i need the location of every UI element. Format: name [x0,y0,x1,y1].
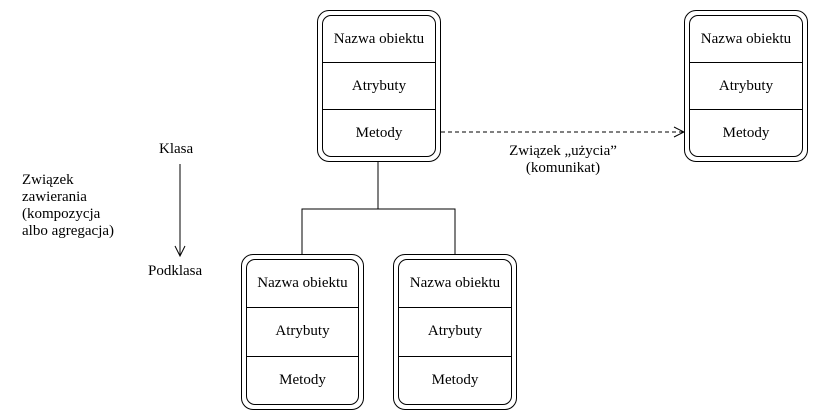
object-name: Nazwa obiektu [700,30,792,47]
object-bottom-right: Nazwa obiektu Atrybuty Metody [393,254,517,410]
usage-label: Związek „użycia” (komunikat) [497,143,629,177]
object-attributes: Atrybuty [690,62,802,109]
object-methods: Metody [247,355,358,404]
containment-line: Związek [22,172,74,188]
object-name: Nazwa obiektu [257,275,348,292]
object-methods: Metody [323,109,435,156]
object-name: Nazwa obiektu [409,275,501,292]
containment-line: (kompozycja [22,206,101,222]
object-right: Nazwa obiektu Atrybuty Metody [684,10,808,162]
class-label: Klasa [159,141,194,157]
containment-line: zawierania [22,189,87,205]
object-attributes: Atrybuty [323,62,435,109]
object-bottom-left: Nazwa obiektu Atrybuty Metody [241,254,364,410]
subclass-label: Podklasa [148,263,203,279]
object-attributes: Atrybuty [399,307,511,355]
object-name: Nazwa obiektu [333,30,425,47]
usage-line: (komunikat) [525,160,601,176]
object-methods: Metody [690,109,802,156]
inheritance-branch [301,208,456,254]
usage-line: Związek „użycia” [509,143,617,159]
object-attributes: Atrybuty [247,307,358,355]
containment-line: albo agregacja) [22,223,115,239]
containment-label: Związek zawierania (kompozycja albo agre… [22,172,114,240]
object-top: Nazwa obiektu Atrybuty Metody [317,10,441,162]
object-methods: Metody [399,355,511,404]
